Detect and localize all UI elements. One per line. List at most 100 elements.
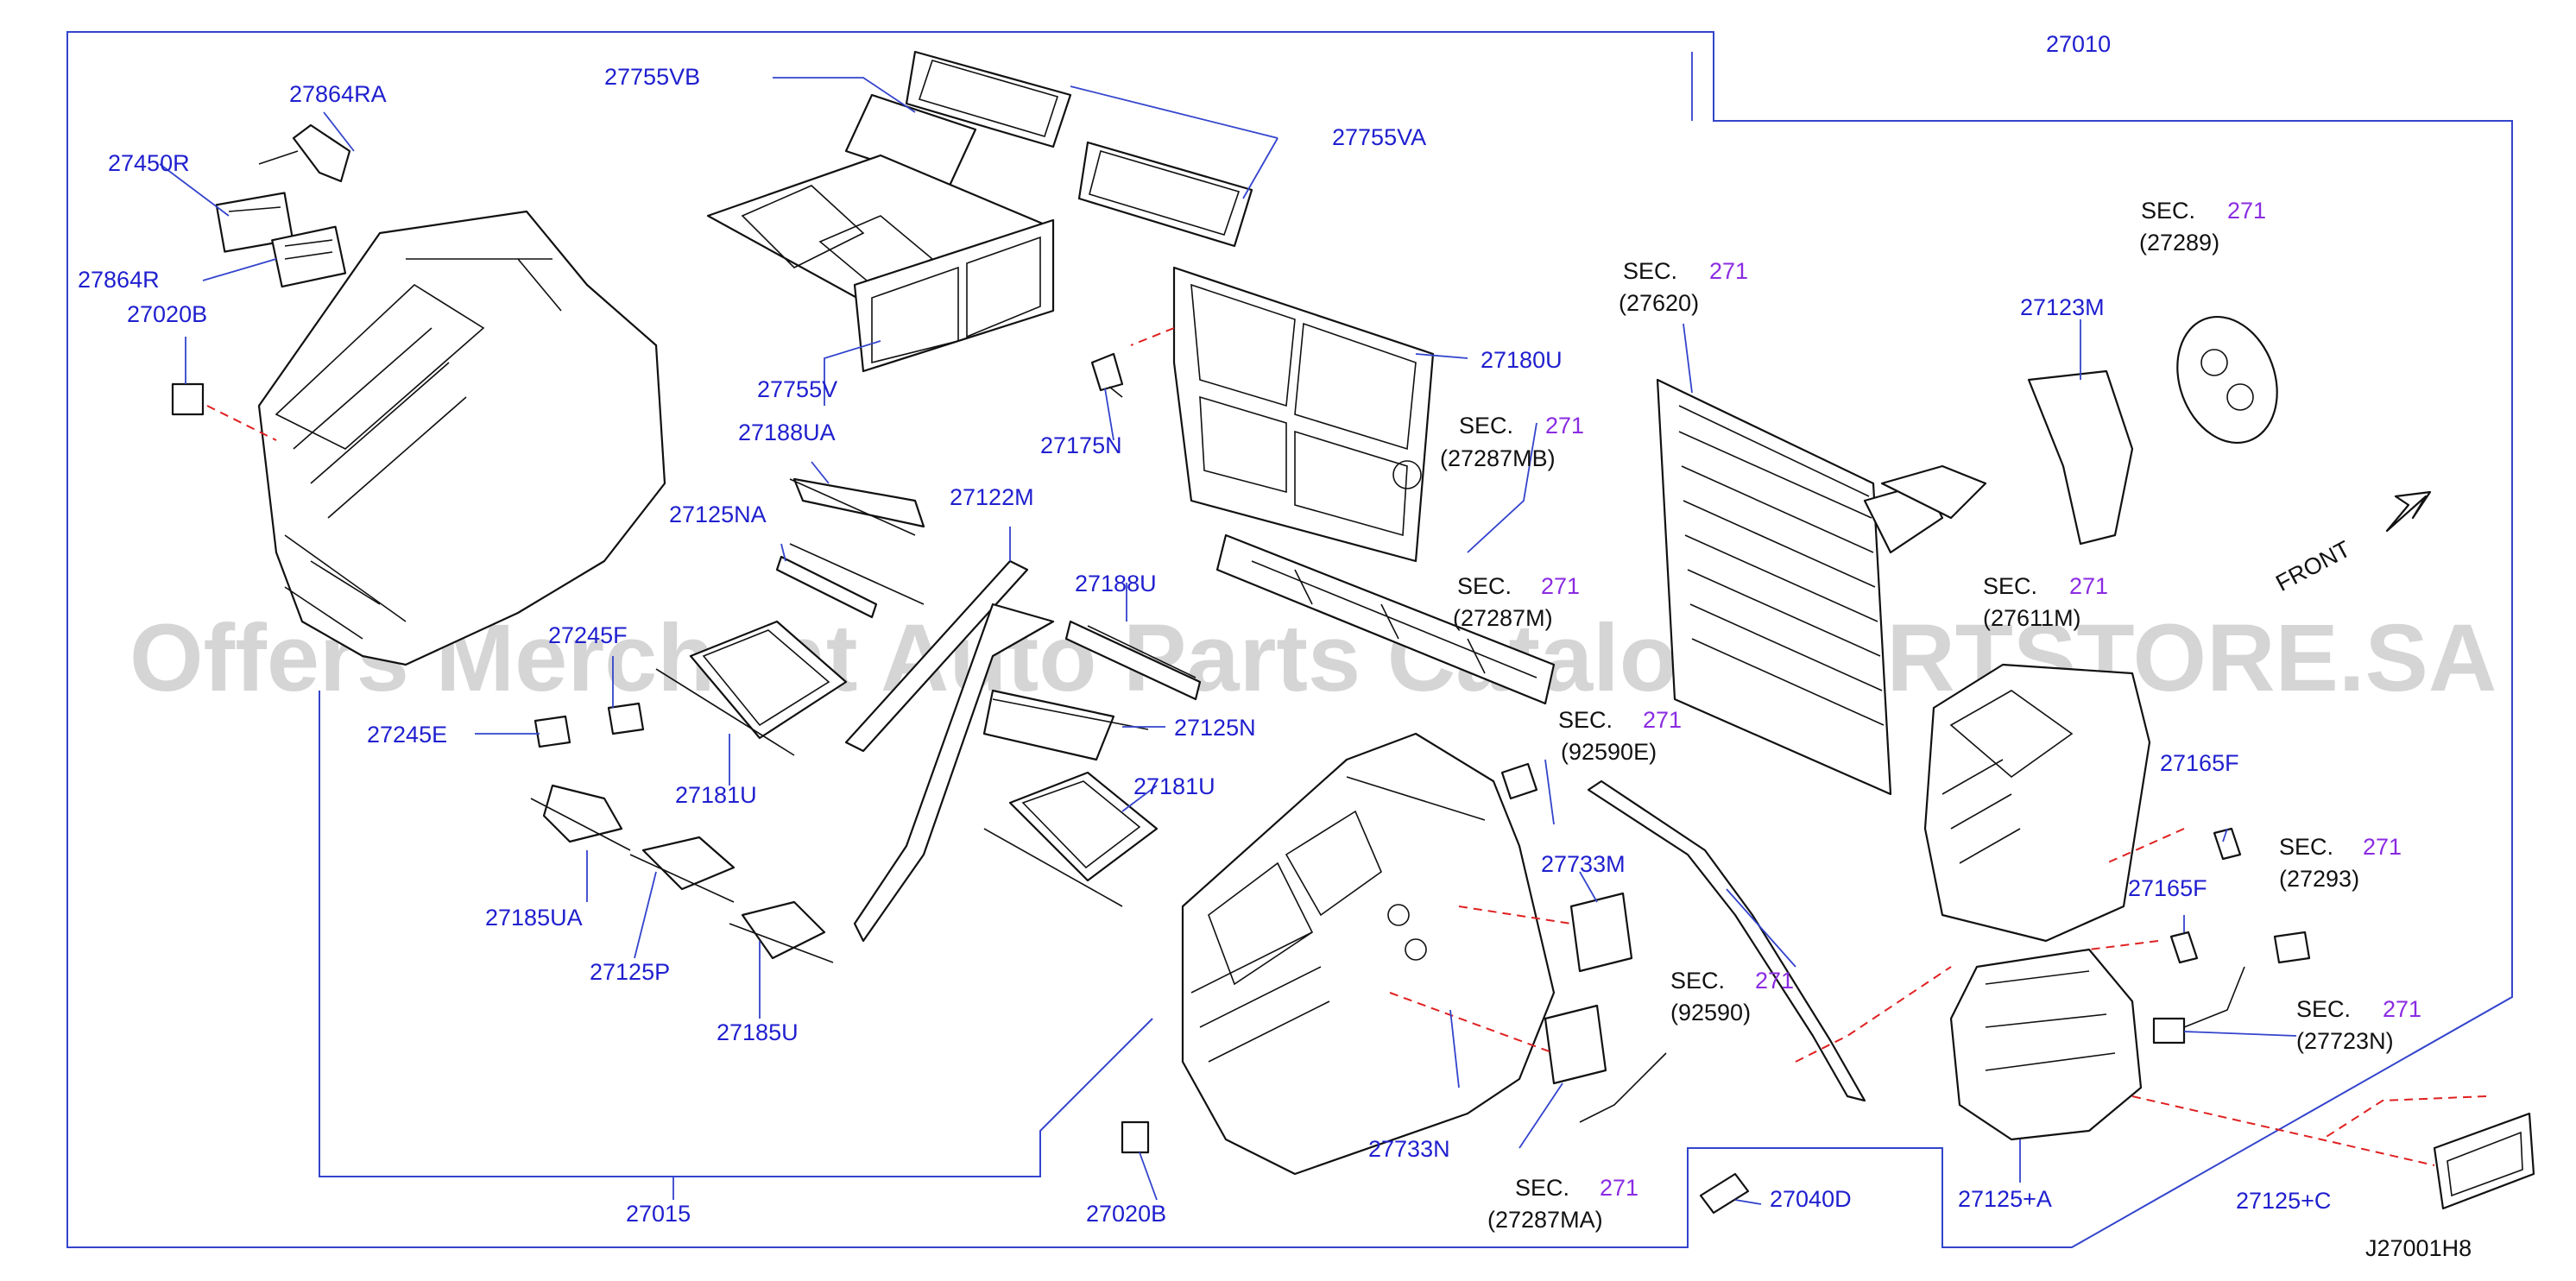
sec-ref: (27287MA) — [1487, 1207, 1603, 1233]
bolt-27175N — [1090, 352, 1124, 398]
door-27185UA — [530, 784, 631, 851]
sec-number: 271 — [2363, 834, 2402, 860]
part-label: 27245E — [367, 722, 447, 748]
wire-27287MA — [1579, 1052, 1667, 1123]
sec-prefix: SEC. — [2141, 198, 2195, 224]
alignment-dashes — [206, 327, 2487, 1166]
part-label: 27181U — [1133, 773, 1215, 799]
part-label: 27188UA — [738, 420, 836, 445]
part-label: 27185UA — [485, 905, 583, 931]
lower-case-27125+A — [1949, 948, 2143, 1141]
part-label: 27165F — [2128, 875, 2207, 901]
main-heater-case-27015 — [1181, 732, 1556, 1176]
bolt-27040D — [1699, 1172, 1750, 1215]
part-number-labels: 27010 27015 27755VB 27755VA 27755V 27864… — [78, 31, 2331, 1227]
sec-prefix: SEC. — [1623, 258, 1677, 284]
sec-ref: (27620) — [1619, 290, 1699, 316]
shaft-27125NA — [775, 543, 925, 619]
part-label: 27015 — [626, 1201, 691, 1227]
grommet-27289 — [2176, 315, 2278, 445]
sensor-27293 — [2273, 931, 2311, 964]
part-label: 27175N — [1040, 432, 1122, 458]
motor-27733N — [1544, 1004, 1607, 1085]
section-references: SEC. 271 (27289) SEC. 271 (27620) SEC. 2… — [1440, 198, 2421, 1233]
sec-number: 271 — [1709, 258, 1748, 284]
duct-27125+C — [2433, 1112, 2535, 1210]
link-27864RA — [258, 123, 351, 183]
part-label: 27733M — [1541, 851, 1626, 877]
sec-ref: (92590) — [1670, 1000, 1751, 1025]
filter-frame-27755VA — [905, 50, 1253, 248]
evaporator-core-27620 — [1656, 378, 1987, 796]
door-27125P — [629, 836, 736, 903]
sec-number: 271 — [1541, 573, 1580, 599]
sec-prefix: SEC. — [1457, 573, 1512, 599]
duct-27287MB-27287M — [1215, 533, 1556, 705]
sec-ref: (92590E) — [1561, 739, 1657, 765]
assembly-frame-27010 — [66, 31, 2513, 1248]
left-heater-case — [257, 210, 666, 666]
part-label: 27864R — [78, 267, 160, 293]
sec-number: 271 — [1600, 1175, 1638, 1201]
front-direction-indicator: FRONT — [2271, 490, 2432, 596]
motor-27733M — [1569, 892, 1633, 973]
sec-ref: (27293) — [2279, 866, 2359, 892]
filter-frame-27755V — [706, 154, 1055, 373]
sec-number: 271 — [1643, 707, 1682, 733]
leader-lines — [159, 52, 2297, 1205]
sec-ref: (27287MB) — [1440, 445, 1556, 471]
door-27122M — [844, 559, 1055, 943]
sec-prefix: SEC. — [1515, 1175, 1569, 1201]
sec-prefix: SEC. — [2296, 996, 2351, 1022]
clip-27020B-left — [171, 382, 205, 416]
part-label: 27020B — [127, 301, 207, 327]
part-label: 27125+C — [2236, 1188, 2331, 1214]
door-27125N — [982, 689, 1149, 761]
part-label: 27125+A — [1958, 1186, 2052, 1212]
sec-number: 271 — [1755, 968, 1794, 994]
door-27185U — [729, 900, 834, 963]
clip-92590E — [1500, 762, 1538, 800]
clip-27245E — [534, 715, 571, 748]
part-label: 27020B — [1086, 1201, 1166, 1227]
door-frame-27181U-left — [655, 620, 848, 756]
part-label: 27125NA — [669, 502, 767, 527]
sec-ref: (27289) — [2139, 230, 2219, 256]
part-label: 27755VB — [604, 64, 700, 90]
right-heater-case — [1923, 663, 2151, 943]
part-label: 27010 — [2046, 31, 2111, 57]
door-frame-27181U-right — [983, 771, 1159, 907]
part-label: 27125P — [590, 959, 670, 985]
sec-prefix: SEC. — [2279, 834, 2333, 860]
sec-number: 271 — [2383, 996, 2421, 1022]
part-label: 27733N — [1368, 1136, 1450, 1162]
part-label: 27755VA — [1332, 124, 1426, 150]
shaft-27188U — [1064, 620, 1202, 701]
part-label: 27864RA — [289, 81, 387, 107]
intake-housing-27180U — [1172, 266, 1435, 563]
part-label: 27180U — [1481, 347, 1563, 373]
sec-ref: (27723N) — [2296, 1028, 2394, 1054]
insulator-27123M — [2027, 369, 2134, 546]
screw-27165F-lower — [2169, 931, 2199, 964]
part-label: 27165F — [2160, 750, 2239, 776]
sec-prefix: SEC. — [1459, 413, 1513, 439]
door-27188UA — [789, 477, 925, 536]
front-label: FRONT — [2271, 536, 2354, 596]
part-label: 27185U — [717, 1019, 799, 1045]
part-label: 27755V — [757, 376, 837, 402]
part-label: 27040D — [1770, 1186, 1852, 1212]
sec-number: 271 — [1545, 413, 1584, 439]
part-label: 27123M — [2020, 294, 2105, 320]
part-label: 27125N — [1174, 715, 1256, 741]
part-label: 27450R — [108, 150, 190, 176]
sec-number: 271 — [2227, 198, 2266, 224]
part-label: 27245F — [548, 622, 628, 648]
part-label: 27122M — [950, 484, 1034, 510]
actuator-27864R — [271, 225, 347, 288]
screw-27165F-upper — [2213, 827, 2242, 861]
part-label: 27181U — [675, 782, 757, 808]
sec-prefix: SEC. — [1983, 573, 2037, 599]
sub-frame-27015 — [319, 691, 1153, 1177]
